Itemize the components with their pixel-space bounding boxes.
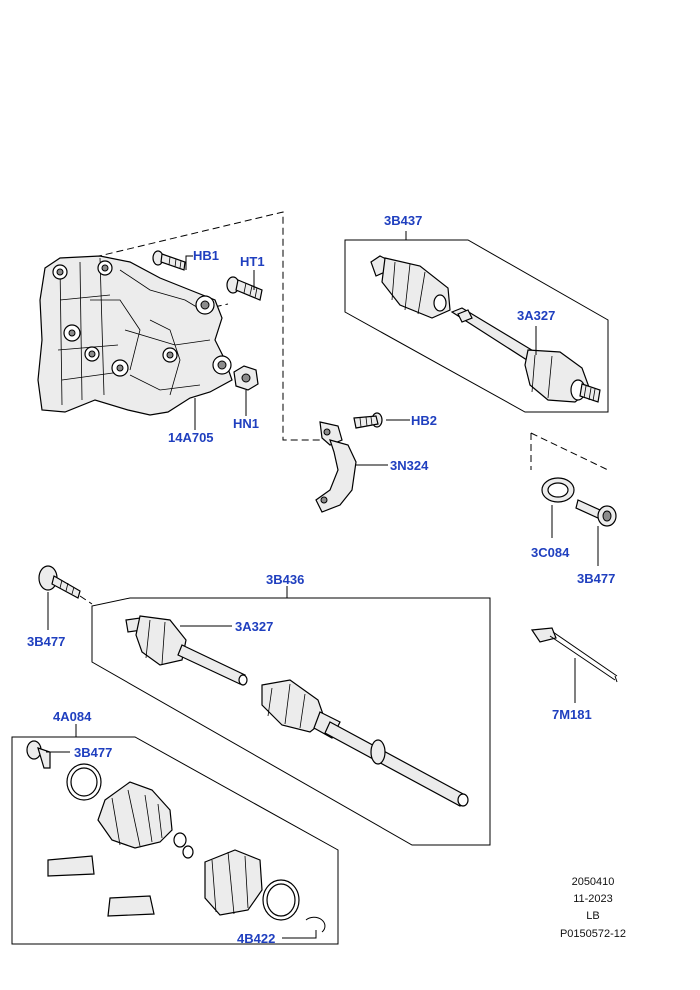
stud-ht1-illustration bbox=[226, 276, 263, 301]
label-3a327-right: 3A327 bbox=[517, 308, 555, 323]
diagram-date: 11-2023 bbox=[573, 893, 613, 905]
label-3c084: 3C084 bbox=[531, 545, 570, 560]
label-3b477-right: 3B477 bbox=[577, 571, 615, 586]
label-hb2: HB2 bbox=[411, 413, 437, 428]
nut-hn1-illustration bbox=[233, 365, 259, 391]
label-14a705: 14A705 bbox=[168, 430, 214, 445]
label-4b422: 4B422 bbox=[237, 931, 275, 946]
label-3n324: 3N324 bbox=[390, 458, 429, 473]
label-3b436: 3B436 bbox=[266, 572, 304, 587]
engine-bracket-illustration bbox=[37, 211, 330, 441]
leader-lines bbox=[46, 231, 599, 939]
label-4a084: 4A084 bbox=[53, 709, 92, 724]
label-3b437: 3B437 bbox=[384, 213, 422, 228]
tool-7m181-illustration bbox=[530, 627, 618, 683]
boot-kit-illustration bbox=[11, 736, 339, 945]
label-3b477-left: 3B477 bbox=[27, 634, 65, 649]
label-hb1: HB1 bbox=[193, 248, 219, 263]
label-7m181: 7M181 bbox=[552, 707, 592, 722]
left-bolt-illustration bbox=[38, 565, 81, 599]
diagram-reference: P0150572-12 bbox=[560, 928, 626, 940]
left-driveshaft-illustration bbox=[79, 595, 491, 846]
bolt-hb2-illustration bbox=[353, 412, 383, 429]
diagram-id: 2050410 bbox=[572, 876, 615, 888]
label-hn1: HN1 bbox=[233, 416, 259, 431]
label-ht1: HT1 bbox=[240, 254, 265, 269]
clip-3n324-illustration bbox=[315, 421, 357, 513]
label-3b477-kit: 3B477 bbox=[74, 745, 112, 760]
bolt-3b477-right-illustration bbox=[575, 499, 617, 527]
diagram-market: LB bbox=[586, 910, 599, 922]
right-driveshaft-illustration bbox=[344, 239, 609, 413]
label-3a327-left: 3A327 bbox=[235, 619, 273, 634]
bolt-hb1-illustration bbox=[152, 250, 186, 271]
seal-3c084-illustration bbox=[530, 432, 609, 503]
